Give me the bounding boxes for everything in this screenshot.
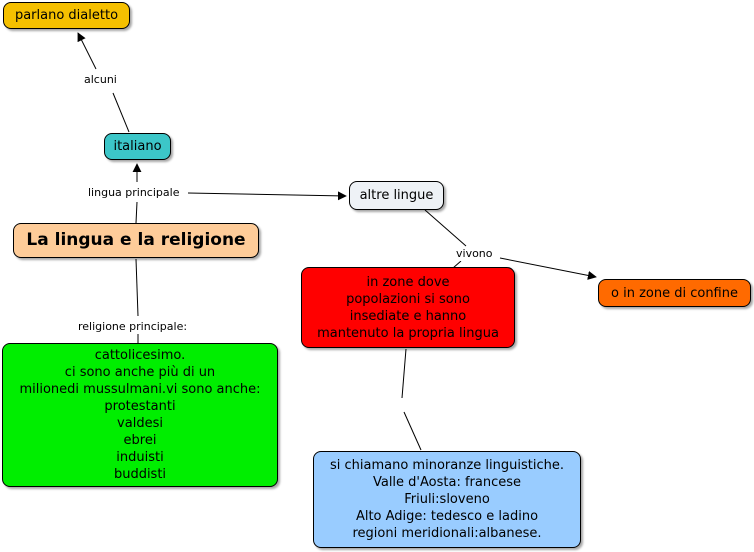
- zone-dove-line: insediate e hanno: [349, 308, 467, 324]
- connector-italiano-alcuni: [112, 92, 130, 133]
- zone-dove-line: mantenuto la propria lingua: [317, 325, 499, 341]
- minoranze-line: Friuli:sloveno: [404, 492, 490, 507]
- minoranze-line: regioni meridionali:albanese.: [352, 526, 542, 541]
- connector-zone-dove-gap: [401, 348, 407, 399]
- connector-altre-lingue-vivono: [424, 209, 467, 247]
- minoranze-line: Alto Adige: tedesco e ladino: [355, 509, 539, 524]
- religione-line: buddisti: [113, 467, 167, 482]
- minoranze-line: Valle d'Aosta: francese: [372, 475, 522, 490]
- concept-zone-dove[interactable]: in zone dove popolazioni si sono insedia…: [301, 267, 515, 348]
- religione-line: cattolicesimo.: [94, 348, 186, 363]
- concept-religione[interactable]: cattolicesimo. ci sono anche più di un m…: [2, 343, 278, 487]
- arrow-vivono-zone-confine: [499, 257, 597, 280]
- concept-zone-confine[interactable]: o in zone di confine: [598, 279, 751, 307]
- connector-vivono-zone-dove: [452, 260, 462, 269]
- connector-gap-minoranze: [403, 411, 422, 451]
- zone-dove-line: popolazioni si sono: [346, 291, 470, 307]
- concept-italiano[interactable]: italiano: [104, 133, 171, 160]
- arrow-lingua-principale-altre-lingue: [187, 191, 347, 201]
- link-label-vivono: vivono: [454, 247, 495, 261]
- arrow-alcuni-dialetto: [77, 32, 97, 70]
- connector-root-lingua-principale: [135, 201, 138, 224]
- link-label-alcuni: alcuni: [82, 73, 119, 87]
- concept-minoranze[interactable]: si chiamano minoranze linguistiche. Vall…: [313, 451, 581, 548]
- religione-line: valdesi: [117, 416, 163, 431]
- concept-root-lingua-religione[interactable]: La lingua e la religione: [13, 223, 259, 258]
- concept-parlano-dialetto[interactable]: parlano dialetto: [3, 2, 130, 29]
- link-label-lingua-principale: lingua principale: [86, 186, 182, 200]
- link-label-religione-principale: religione principale:: [76, 320, 190, 334]
- religione-line: induisti: [116, 450, 164, 465]
- zone-dove-line: in zone dove: [366, 274, 450, 290]
- religione-line: protestanti: [104, 399, 176, 414]
- minoranze-line: si chiamano minoranze linguistiche.: [330, 458, 564, 473]
- connector-root-religione: [135, 258, 139, 317]
- religione-line: ebrei: [123, 433, 157, 448]
- religione-line: ci sono anche più di un: [64, 365, 216, 380]
- concept-altre-lingue[interactable]: altre lingue: [349, 181, 444, 210]
- religione-line: milionedi mussulmani.vi sono anche:: [19, 382, 261, 397]
